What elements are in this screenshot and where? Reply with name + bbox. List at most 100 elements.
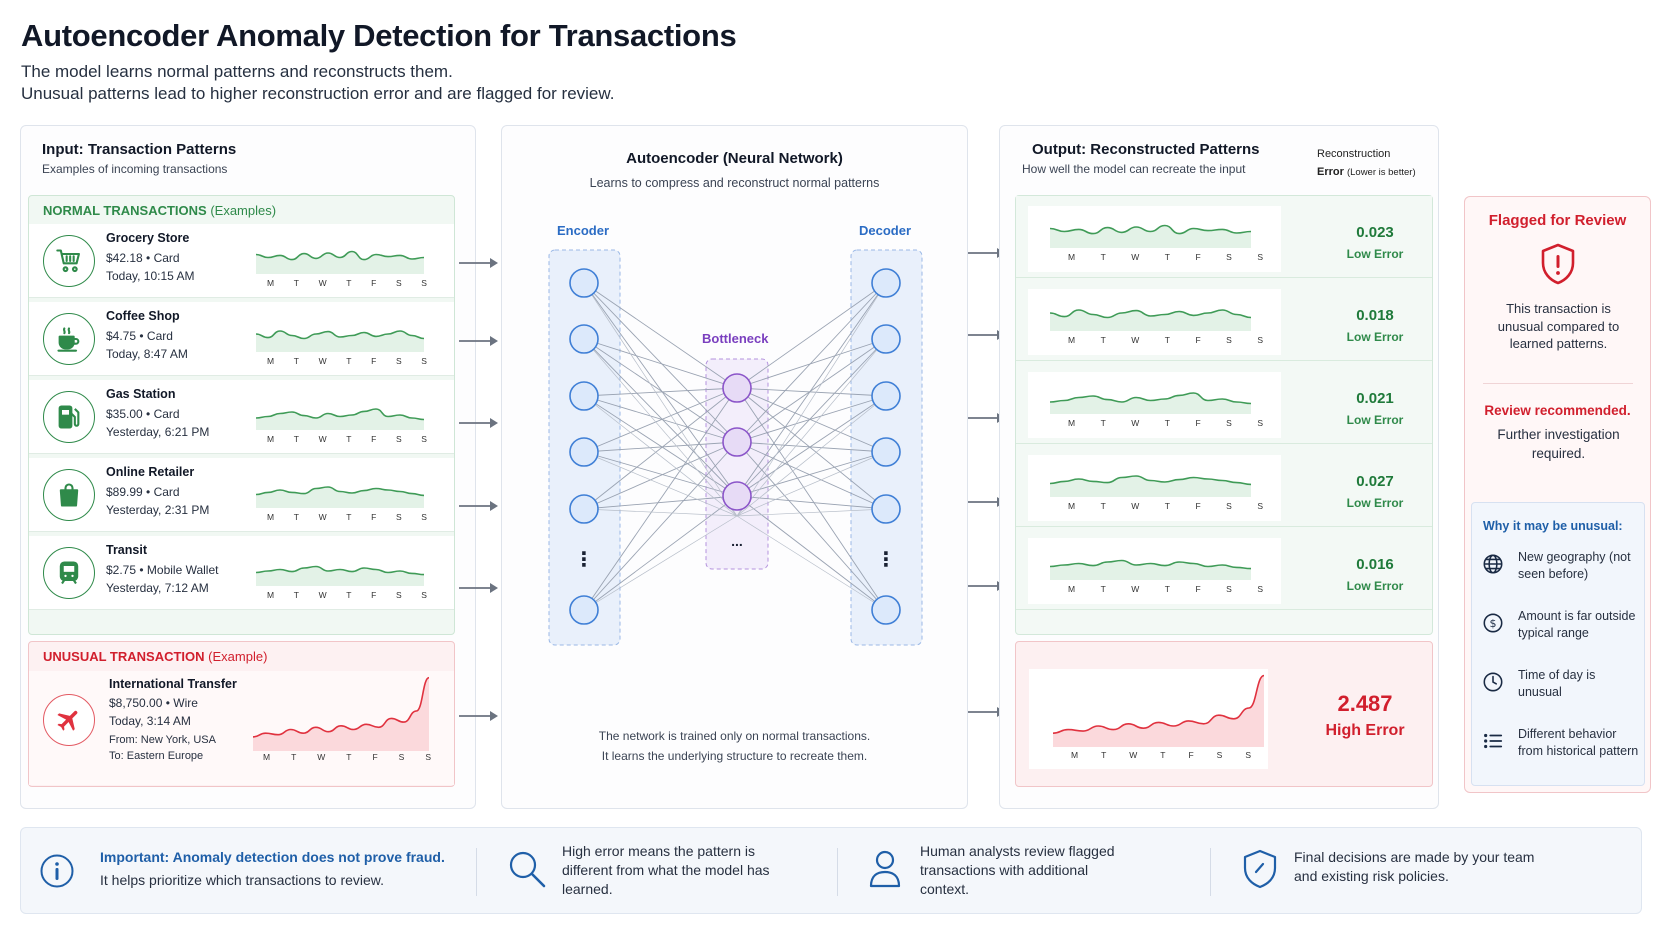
bottleneck-ellipsis: ... bbox=[731, 533, 743, 549]
sparkline-area bbox=[256, 331, 424, 352]
connection-line bbox=[583, 515, 738, 611]
transaction-amount: $89.99 • Card bbox=[106, 485, 180, 499]
day-label: T bbox=[293, 434, 299, 444]
day-label: S bbox=[421, 590, 427, 600]
transaction-time: Yesterday, 6:21 PM bbox=[106, 425, 210, 439]
decoder-label: Decoder bbox=[859, 223, 912, 238]
bottleneck-node bbox=[722, 427, 752, 457]
error-header-line-2: Error (Lower is better) bbox=[1317, 163, 1416, 182]
unusual-tx-amount: $8,750.00 • Wire bbox=[109, 696, 198, 710]
day-label: F bbox=[1195, 418, 1201, 428]
unusual-tx-to: To: Eastern Europe bbox=[109, 750, 204, 762]
further-investigation: Further investigation required. bbox=[1497, 427, 1620, 461]
error-value: 0.021 bbox=[1356, 390, 1394, 407]
day-label: T bbox=[293, 278, 299, 288]
shield-alert-icon bbox=[1538, 242, 1578, 291]
globe-icon bbox=[1482, 553, 1504, 580]
flagged-title: Flagged for Review bbox=[1488, 212, 1627, 229]
footer-important-bold: Important: Anomaly detection does not pr… bbox=[100, 849, 445, 865]
sparkline-line bbox=[252, 676, 430, 738]
error-value: 0.016 bbox=[1356, 556, 1394, 573]
day-label: M bbox=[1068, 335, 1076, 345]
connection-line bbox=[736, 387, 887, 453]
connection-line bbox=[583, 495, 738, 510]
day-label: S bbox=[1216, 750, 1223, 760]
connection-line bbox=[583, 338, 738, 389]
connection-line bbox=[583, 282, 738, 389]
encoder-label: Encoder bbox=[557, 223, 610, 238]
day-label: M bbox=[267, 590, 275, 600]
sparkline-line bbox=[255, 486, 425, 497]
unusual-input-sparkline bbox=[252, 676, 430, 751]
network-panel-subtitle: Learns to compress and reconstruct norma… bbox=[589, 176, 880, 190]
day-label: S bbox=[1257, 335, 1263, 345]
error-value: 0.027 bbox=[1356, 473, 1394, 490]
connection-line bbox=[736, 338, 887, 497]
connection-line bbox=[736, 515, 887, 611]
connection-line bbox=[736, 387, 887, 510]
day-label: S bbox=[395, 278, 402, 288]
day-label: F bbox=[371, 434, 377, 444]
day-label: T bbox=[291, 752, 297, 762]
footer-info-bar: Important: Anomaly detection does not pr… bbox=[20, 827, 1642, 914]
day-label: T bbox=[346, 356, 352, 366]
neuron-node bbox=[569, 595, 599, 625]
error-column-header: Reconstruction Error (Lower is better) bbox=[1317, 145, 1416, 182]
flow-arrow bbox=[459, 583, 498, 593]
connection-line bbox=[736, 451, 887, 497]
unusual-transaction-row[interactable]: International Transfer $8,750.00 • Wire … bbox=[29, 671, 454, 785]
day-label: T bbox=[1100, 335, 1106, 345]
transaction-name: Transit bbox=[106, 543, 147, 557]
encoder-ellipsis: ⋮ bbox=[574, 549, 594, 571]
fuel-pump-icon bbox=[43, 391, 95, 443]
input-sparkline bbox=[255, 330, 425, 352]
input-panel-title: Input: Transaction Patterns bbox=[42, 141, 237, 158]
transaction-amount: $35.00 • Card bbox=[106, 407, 180, 421]
reconstructed-sparkline bbox=[1049, 559, 1252, 580]
day-label: T bbox=[1164, 501, 1170, 511]
coffee-icon bbox=[43, 313, 95, 365]
dollar-circle-icon: $ bbox=[1482, 612, 1504, 639]
why-unusual-box: Why it may be unusual: New geography (no… bbox=[1471, 502, 1645, 786]
day-label: W bbox=[318, 278, 327, 288]
connection-line bbox=[583, 282, 738, 517]
svg-text:$: $ bbox=[1490, 617, 1497, 630]
sparkline-area bbox=[256, 409, 424, 430]
bottleneck-node bbox=[722, 481, 752, 511]
connection-line bbox=[736, 338, 887, 389]
transaction-time: Today, 10:15 AM bbox=[106, 269, 195, 283]
day-label: W bbox=[1131, 584, 1140, 594]
clock-icon bbox=[1482, 671, 1504, 698]
connection-line bbox=[736, 338, 887, 443]
unusual-tx-name: International Transfer bbox=[109, 677, 237, 691]
shopping-bag-icon bbox=[43, 469, 95, 521]
sparkline-line bbox=[1052, 674, 1265, 734]
normal-label-text: NORMAL TRANSACTIONS bbox=[43, 203, 207, 218]
day-label: W bbox=[1129, 750, 1138, 760]
connection-line bbox=[736, 441, 887, 510]
network-panel: Autoencoder (Neural Network) Learns to c… bbox=[501, 125, 968, 809]
day-label: W bbox=[317, 752, 326, 762]
train-icon bbox=[43, 547, 95, 599]
error-header-bold: Error bbox=[1317, 166, 1344, 178]
